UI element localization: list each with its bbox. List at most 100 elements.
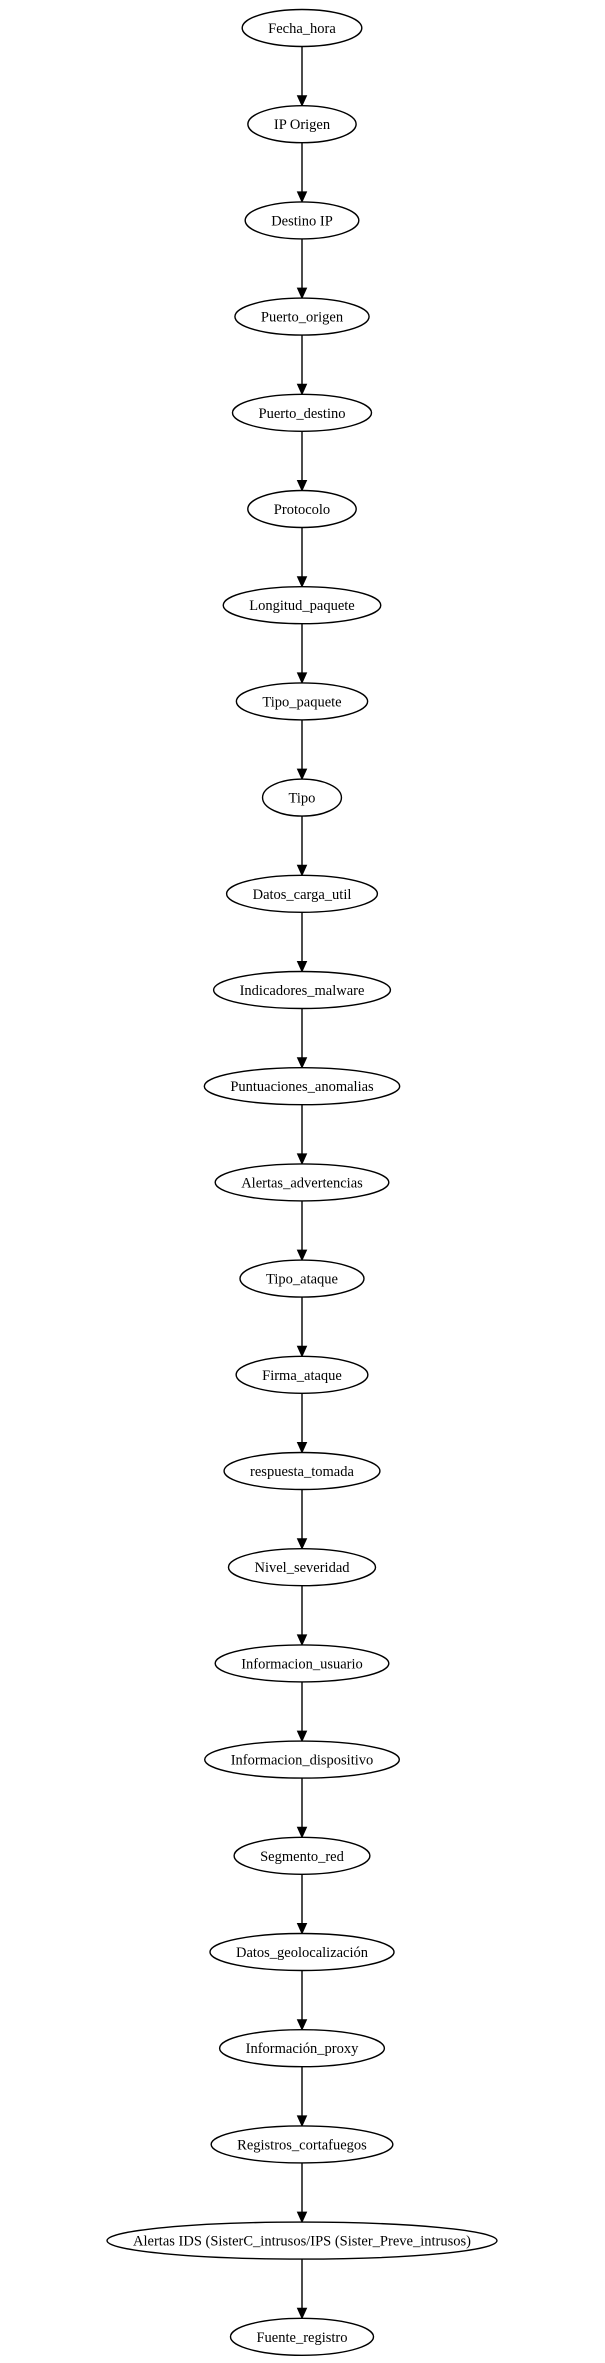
arrowhead-icon [296,2307,308,2320]
node-n17: Informacion_usuario [214,1644,390,1683]
arrowhead-icon [296,1345,308,1358]
node-label: Protocolo [274,502,330,518]
node-label: Destino IP [271,213,333,229]
arrowhead-icon [296,1442,308,1454]
node-ellipse [227,1547,377,1587]
node-n2: Destino IP [244,201,360,240]
node-ellipse [214,1644,390,1683]
node-label: Tipo_paquete [262,694,341,710]
node-label: IP Origen [274,117,331,133]
node-ellipse [261,778,343,817]
node-ellipse [247,489,357,529]
node-label: Puerto_destino [259,406,346,422]
node-n9: Datos_carga_util [225,874,379,913]
node-n11: Puntuaciones_anomalias [203,1066,401,1106]
node-label: Fecha_hora [268,21,336,37]
node-n18: Informacion_dispositivo [204,1740,400,1779]
node-n15: respuesta_tomada [223,1451,381,1491]
node-n7: Tipo_paquete [235,682,369,721]
arrowhead-icon [296,2211,308,2224]
node-n5: Protocolo [247,489,357,529]
node-n21: Información_proxy [218,2028,386,2068]
arrowhead-icon [296,1249,308,1262]
node-label: respuesta_tomada [250,1464,354,1480]
node-ellipse [204,1740,400,1779]
arrowhead-icon [296,1730,308,1743]
node-label: Datos_carga_util [253,887,352,903]
arrowhead-icon [296,1826,308,1839]
arrowhead-icon [296,1538,308,1550]
node-label: Datos_geolocalización [236,1945,369,1961]
arrowhead-icon [296,1057,308,1069]
node-ellipse [234,297,370,336]
node-label: Tipo_ataque [266,1272,338,1288]
node-n12: Alertas_advertencias [214,1163,390,1202]
arrowhead-icon [296,2019,308,2031]
node-ellipse [244,201,360,240]
node-ellipse [231,393,373,432]
node-n22: Registros_cortafuegos [210,2125,394,2164]
arrowhead-icon [296,95,308,107]
node-ellipse [235,682,369,721]
arrowhead-icon [296,672,308,685]
node-n4: Puerto_destino [231,393,373,432]
node-label: Registros_cortafuegos [237,2137,367,2153]
node-ellipse [247,104,357,144]
node-label: Indicadores_malware [240,983,365,999]
node-ellipse [203,1066,401,1106]
node-ellipse [235,1355,369,1395]
arrowhead-icon [296,2115,308,2128]
node-ellipse [210,2125,394,2164]
node-n20: Datos_geolocalización [209,1932,395,1972]
node-ellipse [214,1163,390,1202]
node-label: Longitud_paquete [249,598,355,614]
node-label: Fuente_registro [256,2330,347,2346]
node-ellipse [241,8,363,48]
node-label: Informacion_usuario [241,1656,363,1672]
arrowhead-icon [296,1153,308,1166]
node-label: Información_proxy [246,2041,359,2057]
node-ellipse [233,1836,371,1876]
node-n13: Tipo_ataque [239,1259,365,1298]
arrowhead-icon [296,191,308,204]
node-n19: Segmento_red [233,1836,371,1876]
node-label: Puerto_origen [261,310,344,326]
node-label: Segmento_red [260,1849,345,1865]
node-n10: Indicadores_malware [212,970,392,1010]
node-n1: IP Origen [247,104,357,144]
arrowhead-icon [296,576,308,588]
node-n23: Alertas IDS (SisterC_intrusos/IPS (Siste… [106,2221,498,2260]
node-n8: Tipo [261,778,343,817]
node-ellipse [229,2317,375,2357]
node-label: Informacion_dispositivo [231,1753,374,1769]
node-ellipse [218,2028,386,2068]
node-label: Firma_ataque [262,1368,342,1384]
arrowhead-icon [296,287,308,300]
arrowhead-icon [296,864,308,877]
node-ellipse [222,586,382,625]
node-n3: Puerto_origen [234,297,370,336]
node-ellipse [223,1451,381,1491]
node-n6: Longitud_paquete [222,586,382,625]
node-n14: Firma_ataque [235,1355,369,1395]
node-label: Alertas_advertencias [241,1175,363,1191]
node-n0: Fecha_hora [241,8,363,48]
arrowhead-icon [296,480,308,492]
node-label: Nivel_severidad [254,1560,350,1576]
node-label: Alertas IDS (SisterC_intrusos/IPS (Siste… [133,2234,471,2250]
node-label: Tipo [289,791,316,807]
arrowhead-icon [296,1634,308,1647]
node-ellipse [225,874,379,913]
node-n24: Fuente_registro [229,2317,375,2357]
node-label: Puntuaciones_anomalias [230,1079,374,1095]
node-ellipse [239,1259,365,1298]
arrowhead-icon [296,383,308,396]
node-ellipse [106,2221,498,2260]
arrowhead-icon [296,768,308,781]
arrowhead-icon [296,961,308,973]
node-ellipse [212,970,392,1010]
node-n16: Nivel_severidad [227,1547,377,1587]
node-ellipse [209,1932,395,1972]
arrowhead-icon [296,1923,308,1935]
